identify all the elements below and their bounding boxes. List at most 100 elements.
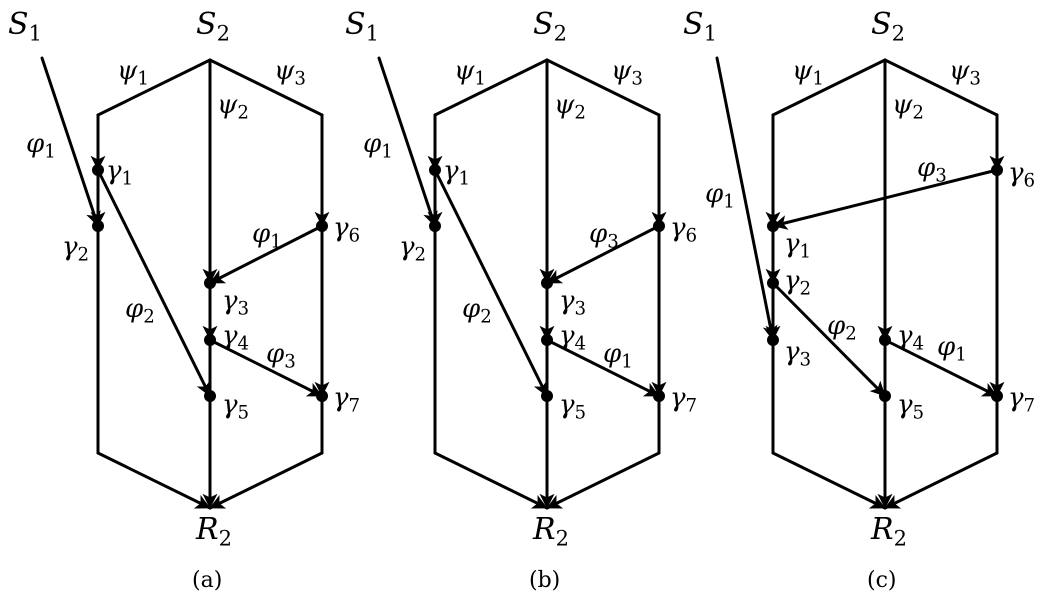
panel-c-source-s2-label-symbol: S	[871, 7, 892, 42]
panel-b-psi-label-3: ψ3	[611, 58, 643, 89]
panel-a-psi-label-3-subscript: 3	[294, 68, 306, 90]
panel-c-phi-label-2-symbol: φ	[917, 153, 936, 183]
panel-b-gamma-node-2	[429, 220, 441, 232]
panel-c-gamma-label-7-symbol: γ	[1008, 383, 1024, 413]
panel-c-psi-label-1: ψ1	[792, 58, 824, 89]
panel-c-gamma-node-3	[767, 334, 779, 346]
panel-a-gamma-label-1: γ1	[106, 158, 133, 189]
panel-a-phi-label-3-symbol: φ	[252, 219, 271, 249]
panel-c-phi-label-2: φ3	[917, 155, 947, 186]
panel-c-source-s1-label: S1	[683, 10, 717, 44]
panel-a-phi-label-2: φ2	[125, 296, 155, 327]
panel-a-psi-label-3-symbol: ψ	[274, 56, 295, 86]
panel-a-gamma-label-1-symbol: γ	[106, 156, 122, 186]
panel-a-gamma-label-2-subscript: 2	[77, 244, 90, 266]
panel-c-phi-label-3-subscript: 2	[845, 323, 857, 345]
panel-c-phi-label-1: φ1	[705, 181, 735, 212]
panel-b-gamma-label-5-symbol: γ	[559, 390, 575, 420]
panel-a-phi-label-2-subscript: 2	[143, 306, 155, 328]
panel-c-phi-label-4: φ1	[937, 334, 967, 365]
panel-a-phi-label-4-subscript: 3	[284, 351, 296, 373]
panel-c-phi-label-3: φ2	[827, 313, 857, 344]
panel-b-psi3-branch	[545, 58, 661, 117]
panel-a-gamma-node-3	[204, 277, 216, 289]
panel-c-gamma-label-6: γ6	[1008, 160, 1035, 191]
panel-c-cross-edge-g6-g1	[771, 168, 999, 230]
panel-c-gamma-node-4	[879, 334, 891, 346]
panel-a-psi3-branch	[208, 58, 324, 117]
panel-b-gamma-label-1-subscript: 1	[458, 168, 471, 190]
panel-b-gamma-label-2-subscript: 2	[414, 244, 427, 266]
panel-a-phi-label-4: φ3	[266, 341, 296, 372]
panel-a-phi-label-1: φ1	[26, 131, 56, 162]
panel-b-phi-label-1-symbol: φ	[363, 129, 382, 159]
panel-a-gamma-node-7	[316, 390, 328, 402]
panel-b-phi-label-1: φ1	[363, 131, 393, 162]
panel-c-psi-label-1-subscript: 1	[812, 68, 824, 90]
panel-b-gamma-label-6-symbol: γ	[670, 213, 686, 243]
panel-c-psi1-branch	[771, 58, 887, 117]
panel-a-psi-label-2: ψ2	[217, 92, 249, 123]
panel-b-psi-label-1-symbol: ψ	[454, 56, 475, 86]
panel-c-source-s2-label: S2	[871, 10, 905, 44]
panel-a-gamma-label-5-subscript: 5	[237, 402, 250, 424]
panel-b-cross-edge-g4-g7	[545, 338, 661, 398]
panel-b-caption: (b)	[529, 568, 561, 593]
panel-a-gamma-label-4: γ4	[222, 323, 249, 354]
panel-c-gamma-node-7	[991, 390, 1003, 402]
panel-c-gamma-label-3: γ3	[784, 339, 811, 370]
panel-c-gamma-node-1	[767, 220, 779, 232]
panel-a-phi-label-1-subscript: 1	[44, 141, 56, 163]
panel-a-gamma-label-7-subscript: 7	[348, 395, 361, 417]
panel-b-receiver-r2-label-symbol: R	[533, 512, 556, 547]
panel-b-gamma-label-4-symbol: γ	[559, 321, 575, 351]
panel-a-gamma-label-7-symbol: γ	[333, 383, 349, 413]
panel-c-cross-edge-g2-g5	[771, 281, 887, 398]
panel-b-gamma-label-5-subscript: 5	[574, 402, 587, 424]
panel-c-source-s1-label-symbol: S	[683, 7, 704, 42]
panel-c-gamma-label-5: γ5	[897, 392, 924, 423]
panel-c-psi-label-2: ψ2	[892, 92, 924, 123]
panel-c-phi-label-2-subscript: 3	[935, 165, 947, 187]
panel-b-gamma-label-2-symbol: γ	[399, 232, 415, 262]
panel-a-gamma-label-2-symbol: γ	[62, 232, 78, 262]
panel-a-source-s2-label-symbol: S	[196, 7, 217, 42]
panel-a-cross-edge-g6-g3	[208, 224, 324, 285]
panel-c-source-s2-label-subscript: 2	[891, 21, 905, 46]
panel-a-right-merge-edge	[208, 451, 324, 510]
panel-a-cross-edge-g4-g7	[208, 338, 324, 398]
panel-b-gamma-node-7	[653, 390, 665, 402]
panel-b-psi1-branch	[433, 58, 549, 117]
panel-b-phi-label-1-subscript: 1	[381, 141, 393, 163]
panel-b-phi-label-2-symbol: φ	[462, 294, 481, 324]
panel-c-gamma-label-4: γ4	[897, 323, 924, 354]
panel-b-gamma-label-1: γ1	[443, 158, 470, 189]
panel-c-gamma-label-2-subscript: 2	[799, 278, 812, 300]
panel-c-source1-edge	[715, 56, 778, 342]
panel-a-gamma-label-1-subscript: 1	[121, 168, 134, 190]
panel-a-psi-label-2-symbol: ψ	[217, 90, 238, 120]
panel-a-psi-label-1-subscript: 1	[137, 68, 149, 90]
panel-b-cross-edge-g1-g5	[433, 168, 549, 398]
panel-c-gamma-label-2: γ2	[784, 268, 811, 299]
panel-a-gamma-label-3-subscript: 3	[237, 298, 250, 320]
panel-c-source-s1-label-subscript: 1	[703, 21, 717, 46]
panel-a-gamma-node-1	[92, 164, 104, 176]
panel-c-cross-edge-g4-g7	[883, 338, 999, 398]
panel-a-left-merge-edge	[96, 451, 212, 510]
panel-c-phi-label-1-subscript: 1	[723, 191, 735, 213]
panel-c-receiver-r2-label-subscript: 2	[893, 526, 907, 551]
panel-a-gamma-label-3: γ3	[222, 288, 249, 319]
panel-c-phi-label-3-symbol: φ	[827, 311, 846, 341]
panel-c-gamma-label-1: γ1	[784, 231, 811, 262]
panel-b-gamma-label-7: γ7	[670, 385, 697, 416]
panel-a-gamma-node-4	[204, 334, 216, 346]
panel-c-receiver-r2-label-symbol: R	[871, 512, 894, 547]
panel-a-gamma-label-5: γ5	[222, 392, 249, 423]
panel-c-psi-label-3-symbol: ψ	[949, 56, 970, 86]
panel-b-gamma-label-3-subscript: 3	[574, 298, 587, 320]
panel-c-psi-label-1-symbol: ψ	[792, 56, 813, 86]
panel-b-gamma-label-2: γ2	[399, 234, 426, 265]
panel-a-receiver-r2-label: R2	[196, 515, 232, 549]
